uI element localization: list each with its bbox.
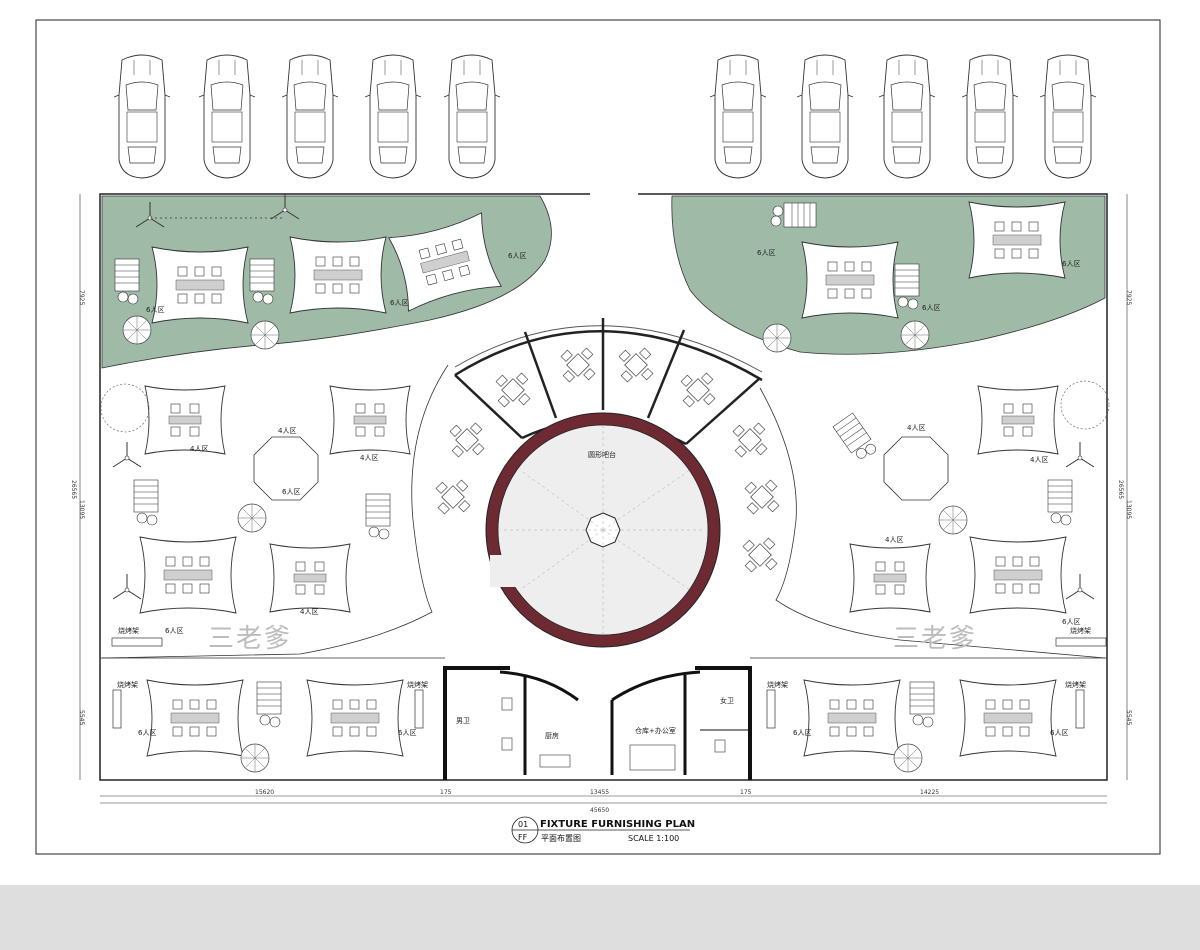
bbq-label: 烧烤架 [1065,680,1086,689]
zone-label: 4人区 [1030,456,1048,464]
drawing-subtitle: 平面布置图 [541,833,581,843]
dim-side-top-right: 7925 [1125,290,1132,305]
zone-label: 4人区 [907,424,925,432]
four-seat-pavilions [144,385,1059,613]
drawing-sheet: 圆形吧台 6人区 6人区 6人区 6人区 6人区 6人区 6人区 6人区 6人区… [0,0,1200,885]
dim-side-total: 26565 [70,480,77,499]
bbq-label: 烧烤架 [767,680,788,689]
watermark: 三老爹 [893,624,977,654]
zone-label: 6人区 [793,729,811,737]
dim-bottom-left: 15620 [255,789,274,796]
kitchen-label: 厨房 [545,731,559,740]
zone-label: 6人区 [757,249,775,257]
mens-wc-label: 男卫 [456,717,470,725]
dim-side-bottom-right: 5545 [1125,710,1132,725]
watermark: 三老爹 [208,624,292,654]
dim-bottom-total: 45650 [590,807,609,814]
dim-bottom-mid: 13455 [590,789,609,796]
zone-label: 6人区 [1050,729,1068,737]
dim-bottom-right: 14225 [920,789,939,796]
bbq-racks [111,637,1107,729]
parking-lot [113,54,1097,179]
zone-label: 6人区 [165,627,183,635]
zone-label: 4人区 [360,454,378,462]
dimension-text: 15620 175 13455 175 14225 45650 7925 265… [70,290,1132,814]
round-bar [485,412,721,648]
bbq-label: 烧烤架 [1070,626,1091,635]
womens-wc-label: 女卫 [720,696,734,705]
zone-label: 6人区 [1062,618,1080,626]
trees [100,315,1110,773]
zone-label: 6人区 [390,299,408,307]
dim-gap-left: 175 [440,789,452,796]
dim-side-top: 7925 [78,290,85,305]
drawing-title: FIXTURE FURNISHING PLAN [540,819,695,830]
zone-label: 6人区 [398,729,416,737]
storage-office-label: 仓库+办公室 [635,726,676,735]
zone-label: 4人区 [885,536,903,544]
dim-side-mid-right: 13095 [1125,500,1132,519]
dimension-lines [79,194,1128,804]
bbq-label: 烧烤架 [118,626,139,635]
dim-side-total-right: 26565 [1117,480,1124,499]
drawing-code: FF [518,833,528,842]
title-block: 01 FF FIXTURE FURNISHING PLAN 平面布置图 SCAL… [511,816,695,844]
floor-plan: 圆形吧台 6人区 6人区 6人区 6人区 6人区 6人区 6人区 6人区 6人区… [35,19,1161,855]
dim-side-mid: 13095 [78,500,85,519]
zone-label: 6人区 [282,488,300,496]
zone-labels: 圆形吧台 6人区 6人区 6人区 6人区 6人区 6人区 6人区 6人区 6人区… [117,249,1091,740]
bbq-label: 烧烤架 [117,680,138,689]
zone-label: 4人区 [300,608,318,616]
service-building [443,666,752,780]
bar-label: 圆形吧台 [588,450,616,459]
bbq-label: 烧烤架 [407,680,428,689]
dim-side-bottom: 5545 [78,710,85,725]
fan-canopy [454,318,763,446]
zone-label: 6人区 [508,252,526,260]
drawing-number: 01 [518,820,528,829]
dim-gap-right: 175 [740,789,752,796]
sheet-border [35,19,1161,855]
zone-label: 6人区 [138,729,156,737]
zone-label: 4人区 [190,445,208,453]
zone-label: 4人区 [278,427,296,435]
zone-label: 6人区 [1062,260,1080,268]
zone-label: 6人区 [146,306,164,314]
site-boundary [99,193,1108,781]
drawing-scale: SCALE 1:100 [628,834,679,843]
plaza-outline [101,364,1106,659]
zone-label: 6人区 [922,304,940,312]
